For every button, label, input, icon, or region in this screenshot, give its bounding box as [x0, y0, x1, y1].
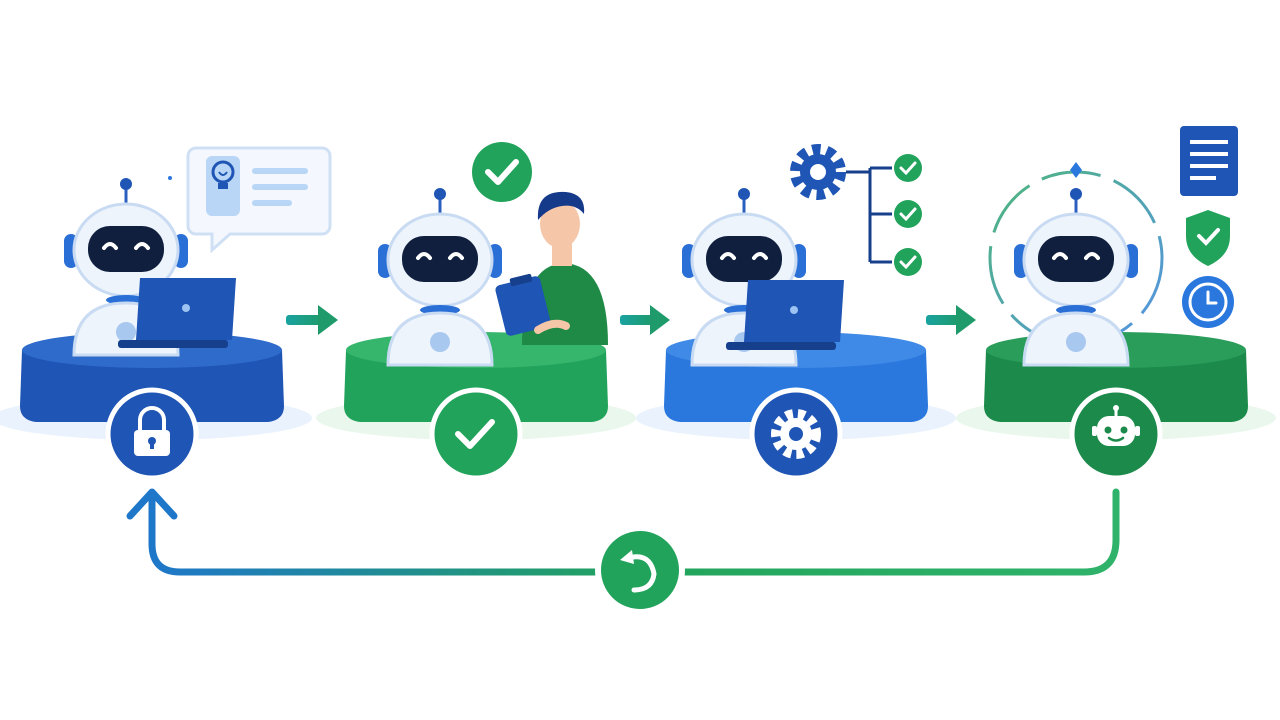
- check-circle-icon: [472, 142, 532, 202]
- stage-2-human-review: [316, 142, 636, 481]
- stage-1-secure-build: [0, 146, 332, 481]
- check-small-icon: [894, 200, 922, 228]
- flow-arrow-1: [286, 305, 338, 335]
- flow-arrow-2: [620, 305, 670, 335]
- gear-checklist-tree: [790, 144, 922, 276]
- flow-arrow-3: [926, 305, 976, 335]
- stage-3-configure-test: [636, 144, 956, 481]
- gear-icon: [790, 144, 846, 200]
- clock-icon: [1182, 276, 1234, 328]
- agent-halo-ring: [988, 162, 1164, 346]
- clipboard-icon: [495, 273, 551, 336]
- robot-icon: [1069, 387, 1163, 481]
- human-reviewer: [495, 191, 608, 345]
- lightbulb-icon: [211, 160, 235, 189]
- stage-4-deploy-agent: [956, 126, 1276, 481]
- idea-chat-bubble: [168, 146, 332, 254]
- check-icon: [429, 387, 523, 481]
- undo-icon: [595, 525, 685, 615]
- shield-check-icon: [1186, 210, 1230, 266]
- lock-icon: [105, 387, 199, 481]
- check-small-icon: [894, 154, 922, 182]
- gear-badge-icon: [749, 387, 843, 481]
- check-small-icon: [894, 248, 922, 276]
- document-icon: [1180, 126, 1238, 196]
